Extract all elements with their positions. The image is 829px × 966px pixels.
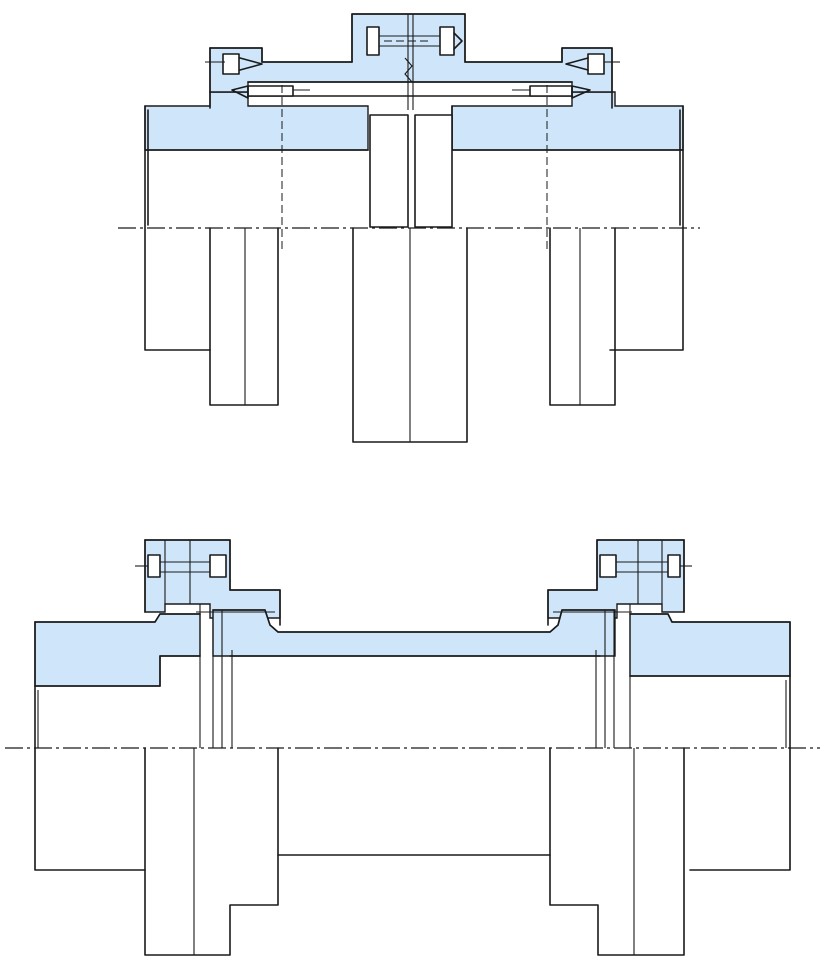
top-coupling-view: [118, 13, 700, 443]
spacer-tube: [196, 604, 632, 748]
bottom-right-hub-section: [629, 613, 791, 677]
left-seal-detail: [205, 53, 310, 99]
sleeve-flange: [209, 13, 613, 110]
top-flange-bolt: [366, 26, 463, 56]
bottom-right-flange: [547, 539, 692, 626]
bottom-left-hub-section: [34, 613, 201, 687]
right-hub-section: [451, 91, 684, 151]
bottom-right-hub: [629, 613, 791, 871]
bottom-lower-half: [34, 747, 791, 956]
top-lower-half: [209, 227, 616, 443]
bottom-left-flange: [135, 539, 281, 626]
left-hub: [144, 91, 369, 351]
center-flange-plates: [369, 114, 453, 228]
right-hub: [451, 91, 684, 351]
bottom-left-hub: [34, 613, 201, 871]
left-hub-outline: [144, 105, 369, 351]
left-hub-section: [144, 91, 369, 151]
right-seal-detail: [512, 53, 620, 99]
bottom-coupling-view: [5, 539, 820, 956]
